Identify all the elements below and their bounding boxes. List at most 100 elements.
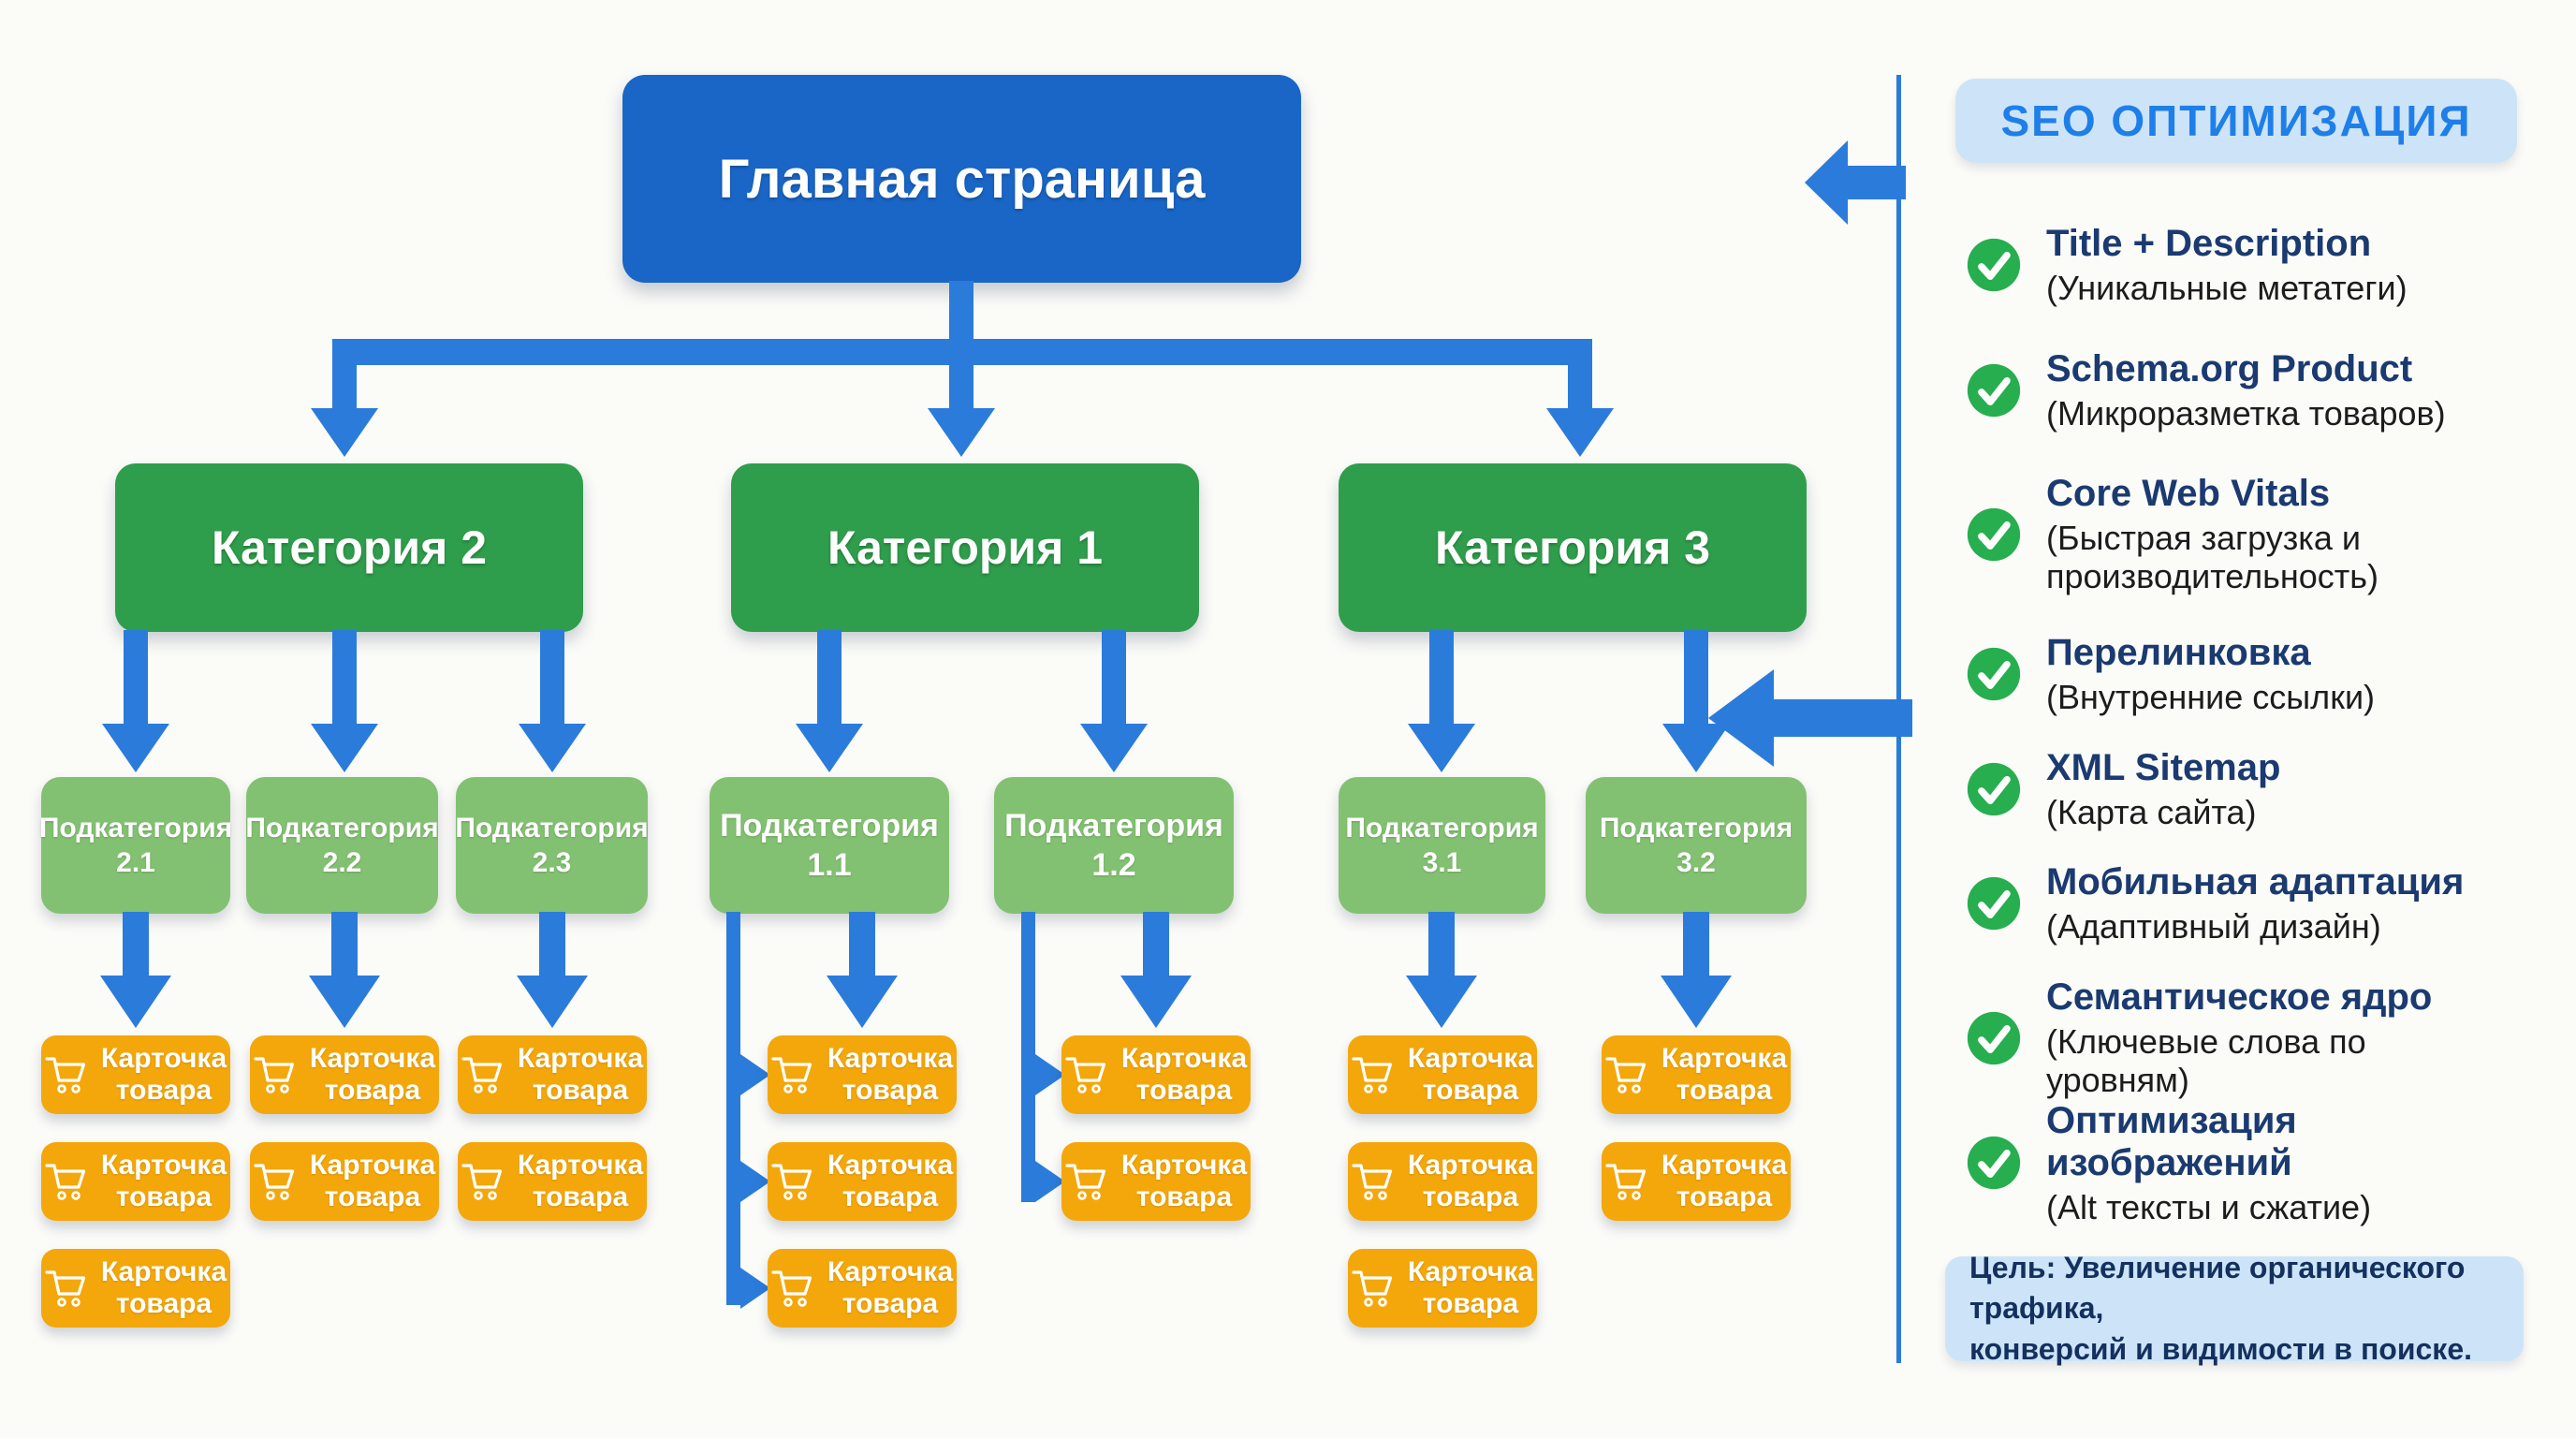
seo-item-subtitle: (Ключевые слова по уровням) [2046,1021,2366,1100]
cart-icon [1065,1054,1110,1095]
check-icon [1966,761,2022,817]
subcategory-3-2-code: 3.2 [1676,847,1716,878]
subcategory-node-2-2: Подкатегория 2.2 [245,777,439,914]
subcategory-node-2-3: Подкатегория 2.3 [455,777,649,914]
card-label-line1: Карточка [100,1256,227,1288]
arrow-sub2-2-to-cards [309,912,380,1028]
arrow-category2-to-sub2-3 [519,630,586,772]
seo-item-subtitle: (Alt тексты и сжатие) [2046,1187,2372,1226]
card-label-line1: Карточка [1661,1150,1788,1181]
check-icon [1966,237,2022,293]
seo-item-subtitle: (Быстрая загрузка и производительность) [2046,518,2379,596]
check-icon [1966,646,2022,702]
elbow-arrow-sub1-2-card2 [1021,1161,1065,1202]
seo-item-semantic-core: Семантическое ядро (Ключевые слова по ур… [1966,976,2527,1100]
seo-item-xml-sitemap: XML Sitemap (Карта сайта) [1966,747,2527,831]
seo-pointer-arrow-top [1805,140,1906,225]
seo-panel-header: SEO ОПТИМИЗАЦИЯ [1955,79,2517,163]
cart-icon [1352,1054,1397,1095]
cart-icon [1065,1161,1110,1202]
subcategory-2-3-title: Подкатегория [455,812,649,844]
subcategory-2-1-code: 2.1 [116,847,155,878]
subcategory-1-1-code: 1.1 [807,847,852,883]
seo-item-subtitle: (Карта сайта) [2046,792,2257,831]
card-label-line1: Карточка [1120,1043,1248,1075]
check-icon [1966,875,2022,932]
trunk-horizontal-bar [332,339,1592,365]
card-label-line1: Карточка [1407,1150,1534,1181]
category-3-label: Категория 3 [1434,521,1711,574]
card-label-line1: Карточка [309,1150,436,1181]
check-icon [1966,362,2022,418]
cart-icon [1352,1161,1397,1202]
seo-item-title: Schema.org Product [2046,348,2413,389]
arrow-sub1-1-to-card1 [827,912,898,1028]
card-label-line1: Карточка [1661,1043,1788,1075]
seo-item-image-optimization: Оптимизация изображений (Alt тексты и сж… [1966,1100,2527,1226]
subcategory-node-3-1: Подкатегория 3.1 [1339,777,1545,914]
category-node-3: Категория 3 [1339,463,1807,632]
arrow-root-to-category2 [311,361,378,457]
subcategory-3-1-title: Подкатегория [1345,812,1539,844]
seo-item-core-web-vitals: Core Web Vitals (Быстрая загрузка и прои… [1966,473,2527,596]
card-label-line1: Карточка [517,1043,644,1075]
card-label-line1: Карточка [100,1150,227,1181]
category-2-label: Категория 2 [211,521,488,574]
card-label-line2: товара [1422,1288,1519,1319]
category-node-2: Категория 2 [115,463,583,632]
card-label-line1: Карточка [100,1043,227,1075]
arrow-sub2-3-to-cards [517,912,588,1028]
elbow-arrow-sub1-1-card3 [726,1268,770,1309]
subcategory-2-1-title: Подкатегория [38,812,233,844]
arrow-sub1-2-to-card1 [1120,912,1192,1028]
check-icon [1966,1135,2022,1191]
elbow-arrow-sub1-1-card2 [726,1161,770,1202]
arrow-root-to-category3 [1546,361,1614,457]
category-node-1: Категория 1 [731,463,1199,632]
arrow-category1-to-sub1-2 [1080,630,1148,772]
cart-icon [771,1161,816,1202]
root-page-node: Главная страница [622,75,1301,283]
card-label-line1: Карточка [1407,1256,1534,1288]
cart-icon [45,1268,90,1309]
check-icon [1966,506,2022,563]
cart-icon [461,1054,506,1095]
cart-icon [45,1054,90,1095]
card-label-line2: товара [324,1075,421,1106]
cart-icon [461,1161,506,1202]
card-label-line1: Карточка [827,1150,954,1181]
card-label-line2: товара [842,1075,939,1106]
cart-icon [1605,1054,1650,1095]
seo-item-subtitle: (Уникальные метатеги) [2046,268,2408,307]
subcategory-3-1-code: 3.1 [1422,847,1462,878]
arrow-category2-to-sub2-2 [311,630,378,772]
card-label-line2: товара [115,1181,212,1212]
subcategory-node-3-2: Подкатегория 3.2 [1586,777,1807,914]
cart-icon [1605,1161,1650,1202]
seo-pointer-arrow-middle [1708,669,1912,767]
arrow-root-to-category1 [928,361,995,457]
card-label-line2: товара [1422,1181,1519,1212]
seo-item-title: Перелинковка [2046,632,2311,673]
cart-icon [771,1054,816,1095]
card-label-line2: товара [115,1075,212,1106]
subcategory-node-2-1: Подкатегория 2.1 [38,777,233,914]
subcategory-node-1-1: Подкатегория 1.1 [710,777,949,914]
seo-item-mobile-adaptation: Мобильная адаптация (Адаптивный дизайн) [1966,861,2527,946]
arrow-sub3-1-to-cards [1406,912,1477,1028]
seo-item-subtitle: (Адаптивный дизайн) [2046,906,2381,946]
seo-item-interlinking: Перелинковка (Внутренние ссылки) [1966,632,2527,716]
card-label-line2: товара [842,1288,939,1319]
trunk-stem [949,281,973,341]
subcategory-2-2-code: 2.2 [322,847,362,878]
cart-icon [254,1054,299,1095]
